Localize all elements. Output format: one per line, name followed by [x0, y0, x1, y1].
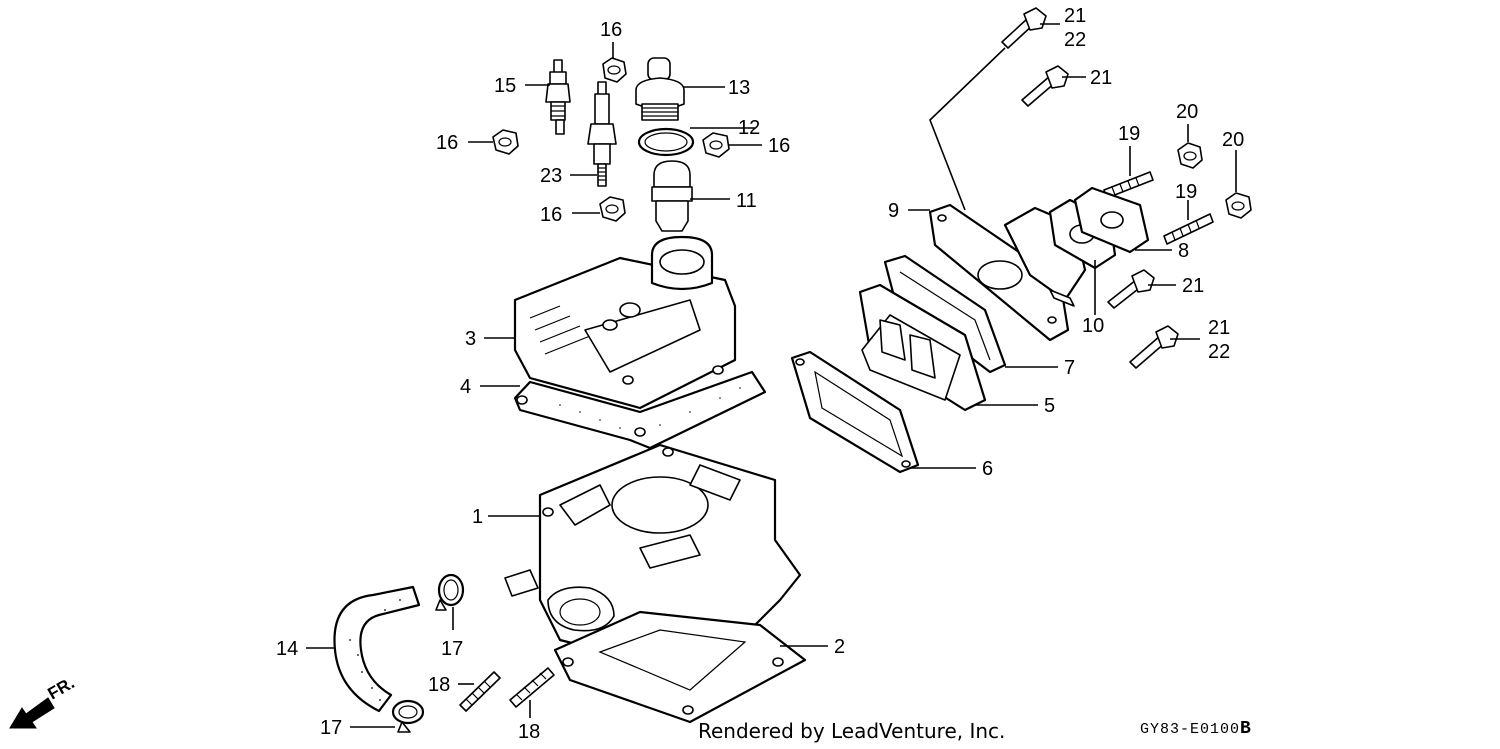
callout-labels: 16 15 13 12 16 16 23 11 16 3 4 1 2 14 17…	[276, 5, 1244, 743]
callout-16: 16	[600, 19, 622, 41]
callout-11: 11	[736, 190, 757, 212]
stud-18-right	[509, 667, 555, 708]
callout-5: 5	[1044, 395, 1055, 417]
hose-clamp-17-bottom	[391, 699, 425, 733]
plate-8	[1073, 186, 1150, 254]
callout-22: 22	[1208, 341, 1230, 363]
callout-8: 8	[1178, 240, 1189, 262]
callout-18: 18	[518, 721, 540, 743]
hose-14	[333, 585, 421, 713]
nut-16-bottom	[599, 196, 626, 222]
reed-valve-5	[858, 283, 987, 412]
nut-20-left	[1177, 142, 1203, 169]
callout-16: 16	[436, 132, 458, 154]
callout-18: 18	[428, 674, 450, 696]
base-gasket-2	[553, 610, 807, 724]
part-13	[635, 57, 685, 121]
callout-1: 1	[472, 506, 483, 528]
nut-16-top	[602, 57, 627, 83]
leader-lines	[306, 23, 1237, 728]
part-11	[651, 160, 693, 232]
callout-16: 16	[540, 204, 562, 226]
stud-19-bottom	[1163, 213, 1214, 245]
callout-7: 7	[1064, 357, 1075, 379]
callout-9: 9	[888, 200, 899, 222]
bolt-21-top	[1001, 7, 1047, 49]
flange-9	[928, 203, 1070, 342]
bolt-21-second	[1021, 65, 1069, 107]
callout-17: 17	[441, 638, 463, 660]
front-direction-arrow: FR.	[9, 673, 78, 729]
callout-23: 23	[540, 165, 562, 187]
callout-20: 20	[1222, 129, 1244, 151]
callout-19: 19	[1118, 123, 1140, 145]
callout-3: 3	[465, 328, 476, 350]
nut-16-left	[492, 129, 519, 155]
callout-4: 4	[460, 376, 471, 398]
callout-14: 14	[276, 638, 298, 660]
cylinder-head-3	[513, 235, 737, 410]
hose-clamp-17-top	[435, 573, 465, 611]
callout-22: 22	[1064, 29, 1086, 51]
callout-21: 21	[1182, 275, 1204, 297]
front-direction-label: FR.	[45, 673, 78, 703]
callout-13: 13	[728, 77, 750, 99]
callout-12: 12	[738, 117, 760, 139]
stud-18-left	[459, 671, 501, 712]
bolt-21-fourth	[1129, 325, 1179, 369]
callout-19: 19	[1175, 181, 1197, 203]
callout-20: 20	[1176, 101, 1198, 123]
callout-2: 2	[834, 636, 845, 658]
callout-21: 21	[1208, 317, 1230, 339]
nut-20-right	[1225, 192, 1252, 219]
diagram-code-main: GY83-E0100	[1140, 721, 1240, 738]
callout-21: 21	[1064, 5, 1086, 27]
cylinder-1	[504, 443, 802, 662]
callout-21: 21	[1090, 67, 1112, 89]
gasket-6	[790, 350, 920, 474]
callout-6: 6	[982, 458, 993, 480]
nut-16-right	[702, 132, 730, 158]
callout-16: 16	[768, 135, 790, 157]
credit-text: Rendered by LeadVenture, Inc.	[698, 719, 1005, 743]
head-gasket-4	[513, 370, 767, 450]
diagram-code-suffix: B	[1240, 719, 1252, 739]
spark-plug-15	[545, 59, 571, 135]
diagram-code: GY83-E0100B	[1140, 719, 1252, 739]
o-ring-12	[637, 127, 695, 157]
callout-17: 17	[320, 717, 342, 739]
callout-15: 15	[494, 75, 516, 97]
bolt-21-third	[1107, 269, 1155, 309]
spark-plug-23	[587, 81, 617, 187]
callout-10: 10	[1082, 315, 1104, 337]
